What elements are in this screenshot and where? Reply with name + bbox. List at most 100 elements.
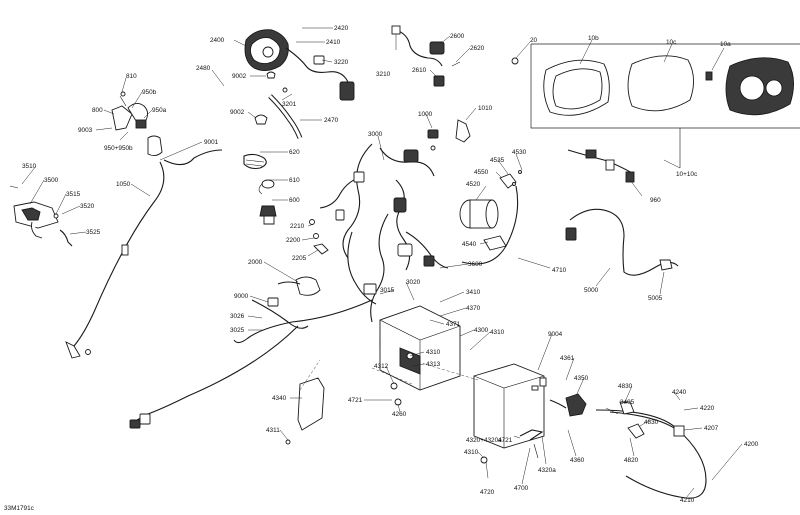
- clip-9002: [254, 71, 276, 125]
- callout-3500: 3500: [44, 177, 59, 184]
- callout-4312: 4312: [374, 363, 389, 370]
- callout-3600: 3600: [468, 261, 483, 268]
- callout-5000: 5000: [584, 287, 599, 294]
- hose-2470: [268, 94, 303, 139]
- callout-3510: 3510: [22, 163, 37, 170]
- callout-4535: 4535: [490, 157, 505, 164]
- sensor-610: [258, 179, 275, 195]
- callout-4311: 4311: [266, 427, 280, 434]
- callout-4210: 4210: [680, 497, 695, 504]
- callout-4530: 4530: [512, 149, 527, 156]
- callout-4830-a: 4830: [618, 383, 633, 390]
- bracket-4550: [499, 170, 522, 189]
- bracket-4340: [297, 377, 325, 431]
- callout-950a: 950a: [152, 107, 167, 114]
- callout-3000: 3000: [368, 131, 383, 138]
- callout-960: 960: [650, 197, 661, 204]
- nut-20: [511, 57, 519, 65]
- callout-20: 20: [530, 37, 538, 44]
- callout-2000: 2000: [248, 259, 263, 266]
- connector-960: [567, 149, 635, 183]
- callout-9000: 9000: [234, 293, 249, 300]
- cable-4710: [461, 185, 519, 265]
- relay-4350: [531, 377, 587, 417]
- callout-4260: 4260: [392, 411, 407, 418]
- callout-4550: 4550: [474, 169, 489, 176]
- callout-4710: 4710: [552, 267, 567, 274]
- callout-1010: 1010: [478, 105, 493, 112]
- callout-800: 800: [92, 107, 103, 114]
- callout-4310-c: 4310: [464, 449, 479, 456]
- callout-4540: 4540: [462, 241, 477, 248]
- callout-9003: 9003: [78, 127, 93, 134]
- callout-4720: 4720: [480, 489, 495, 496]
- callout-9004: 9004: [548, 331, 563, 338]
- callout-4310-a: 4310: [490, 329, 505, 336]
- gauge-cluster-10a: [705, 57, 794, 116]
- leader-lines: [21, 27, 743, 499]
- sensor-3500: [9, 185, 73, 247]
- callout-3220: 3220: [334, 59, 349, 66]
- callout-3025: 3025: [230, 327, 245, 334]
- callout-4313: 4313: [426, 361, 441, 368]
- callout-4320a: 4320a: [538, 467, 556, 474]
- callout-2420: 2420: [334, 25, 349, 32]
- callout-5005: 5005: [648, 295, 663, 302]
- callout-4220: 4220: [700, 405, 715, 412]
- horn-4520: [459, 199, 499, 229]
- callout-4721-b: 4721: [498, 437, 513, 444]
- callout-2480: 2480: [196, 65, 211, 72]
- callout-3026: 3026: [230, 313, 245, 320]
- gauge-gasket-10b: [543, 59, 610, 116]
- callout-3210: 3210: [376, 71, 391, 78]
- callout-4700: 4700: [514, 485, 529, 492]
- callout-620: 620: [289, 149, 300, 156]
- callout-2620: 2620: [470, 45, 485, 52]
- gauge-lens-10c: [627, 55, 694, 112]
- callout-10a: 10a: [720, 41, 731, 48]
- coil-620: [243, 153, 267, 170]
- callout-950-950b: 950+950b: [104, 145, 133, 152]
- callout-810: 810: [126, 73, 137, 80]
- connector-group-2600: [391, 25, 461, 87]
- hose-2480: [221, 88, 263, 98]
- callout-4520: 4520: [466, 181, 481, 188]
- switch-housing-2400: [244, 29, 355, 101]
- callout-3515: 3515: [66, 191, 81, 198]
- callout-4830-b: 4830: [644, 419, 659, 426]
- callout-600: 600: [289, 197, 300, 204]
- callout-4820: 4820: [624, 457, 639, 464]
- gauge-frame-10: [530, 43, 800, 168]
- callout-3405: 3405: [620, 399, 635, 406]
- callout-2600: 2600: [450, 33, 465, 40]
- callout-10c: 10c: [666, 39, 677, 46]
- callout-2210: 2210: [290, 223, 305, 230]
- callout-3525: 3525: [86, 229, 101, 236]
- callout-9002-b: 9002: [230, 109, 245, 116]
- callout-610: 610: [289, 177, 300, 184]
- callout-3520: 3520: [80, 203, 95, 210]
- callout-3410: 3410: [466, 289, 481, 296]
- callout-4371: 4371: [446, 321, 461, 328]
- callout-4350: 4350: [574, 375, 589, 382]
- battery-tray-4300: [379, 305, 461, 391]
- sensor-2000: [277, 276, 321, 296]
- callout-4361: 4361: [560, 355, 575, 362]
- connector-group-1000: [427, 119, 471, 151]
- callout-2410: 2410: [326, 39, 341, 46]
- fastener-3201: [282, 87, 288, 93]
- harness-5000: [565, 208, 679, 276]
- callout-10-10c: 10+10c: [676, 171, 698, 178]
- callout-10b: 10b: [588, 35, 599, 42]
- callout-4310-b: 4310: [426, 349, 441, 356]
- callout-4207: 4207: [704, 425, 719, 432]
- callout-2610: 2610: [412, 67, 427, 74]
- callout-2400: 2400: [210, 37, 225, 44]
- cable-4200: [595, 401, 707, 499]
- callout-1000: 1000: [418, 111, 433, 118]
- wiring-harness-3000: [129, 143, 449, 429]
- callout-3201: 3201: [282, 101, 297, 108]
- cable-1050: [65, 149, 223, 359]
- callout-4240: 4240: [672, 389, 687, 396]
